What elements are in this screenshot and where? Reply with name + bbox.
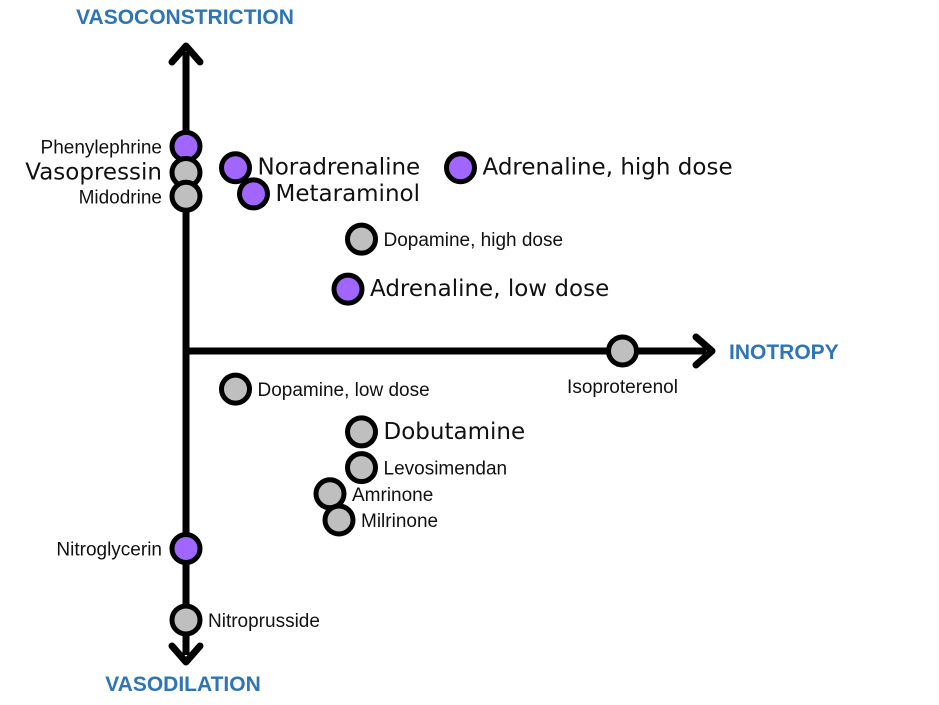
x-axis-right-arrowhead <box>692 333 716 369</box>
data-label: Dopamine, high dose <box>384 230 564 251</box>
y-axis-positive-title: VASOCONSTRICTION <box>76 6 294 29</box>
data-label: Metaraminol <box>276 181 421 207</box>
data-label: Adrenaline, low dose <box>370 276 609 302</box>
data-label: Milrinone <box>361 511 438 532</box>
y-axis-negative-title: VASODILATION <box>105 673 261 696</box>
data-point-nitroprusside <box>169 603 203 637</box>
data-label: Levosimendan <box>384 459 508 480</box>
data-point-dopamine-low-dose <box>219 372 252 406</box>
data-point-isoproterenol <box>606 334 639 368</box>
data-point-dopamine-high-dose <box>345 222 378 256</box>
data-label: Vasopressin <box>25 160 162 186</box>
data-label: Phenylephrine <box>41 137 162 158</box>
x-axis-positive-title: INOTROPY <box>729 341 839 364</box>
data-label: Nitroprusside <box>208 611 320 632</box>
data-point-adrenaline-low-dose <box>331 272 365 306</box>
data-label: Dopamine, low dose <box>258 380 430 401</box>
data-point-metaraminol <box>237 177 270 211</box>
data-point-midodrine <box>169 179 203 213</box>
data-point-adrenaline-high-dose <box>444 151 477 185</box>
data-label: Nitroglycerin <box>56 540 162 561</box>
data-point-dobutamine <box>345 415 378 449</box>
data-point-nitroglycerin <box>169 532 203 566</box>
data-point-levosimendan <box>345 451 378 485</box>
data-point-milrinone <box>322 503 356 537</box>
data-label: Dobutamine <box>384 419 526 445</box>
data-point-noradrenaline <box>219 151 252 185</box>
data-label: Noradrenaline <box>258 155 421 181</box>
y-axis-up-arrowhead <box>168 42 204 66</box>
data-label: Amrinone <box>352 485 433 506</box>
y-axis-down-arrowhead <box>168 642 204 666</box>
data-label: Isoproterenol <box>567 377 678 398</box>
data-label: Adrenaline, high dose <box>483 155 733 181</box>
data-label: Midodrine <box>79 187 162 208</box>
